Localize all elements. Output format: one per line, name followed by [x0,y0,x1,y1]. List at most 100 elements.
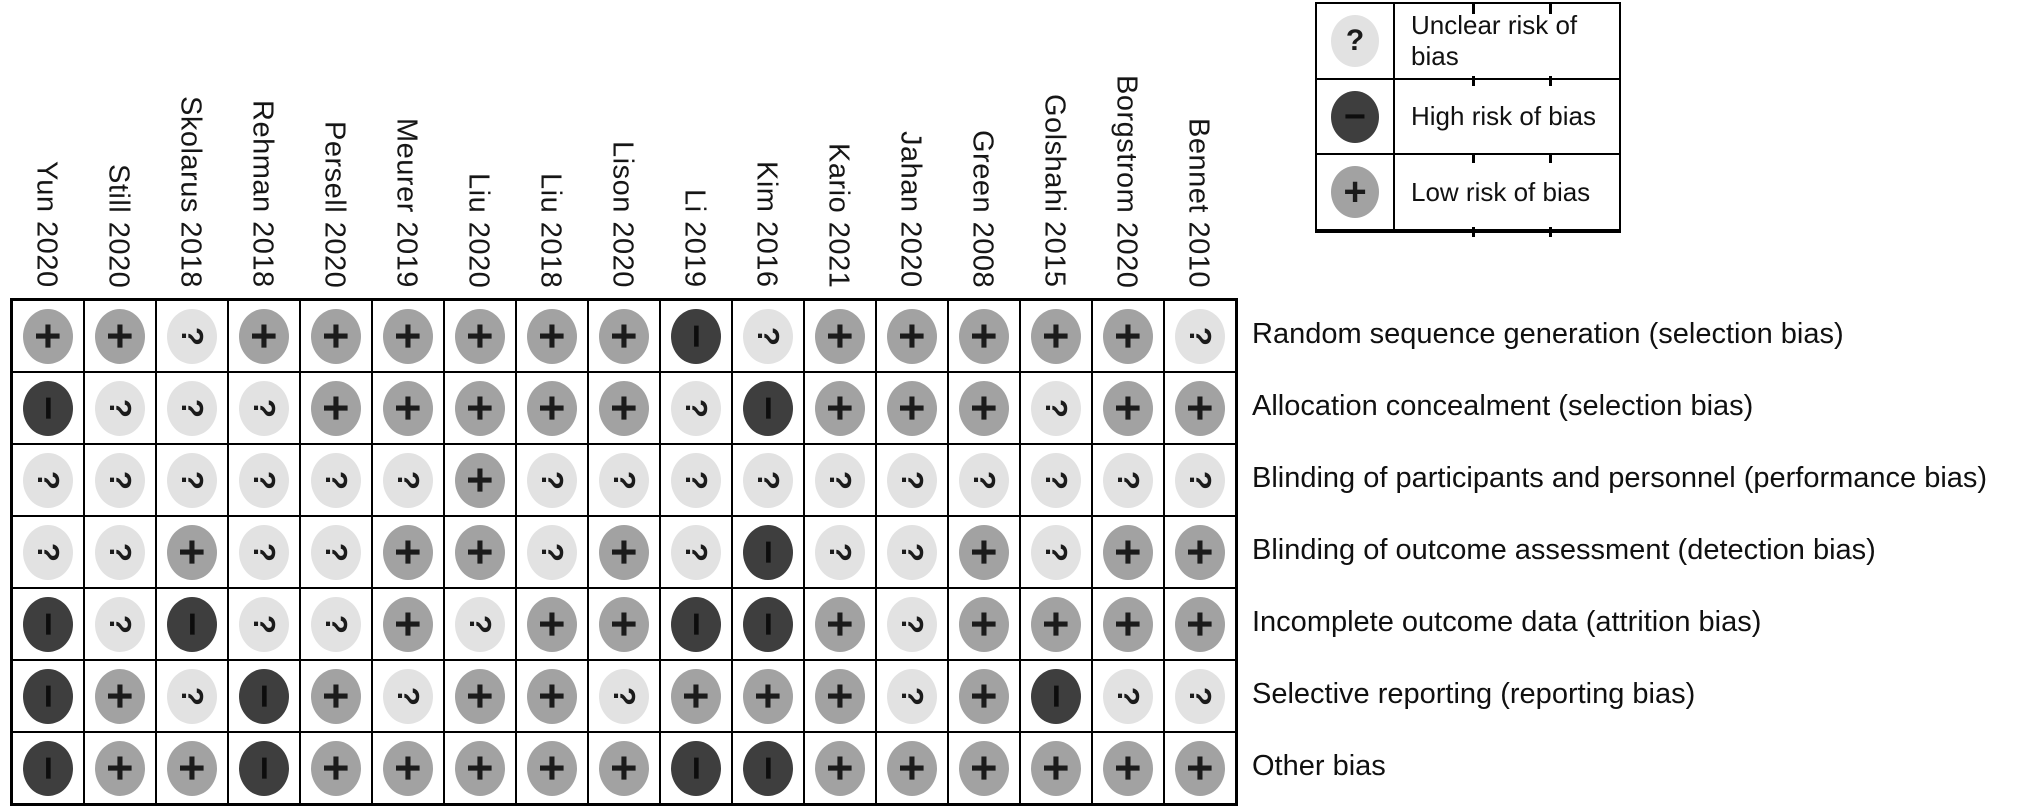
low-risk-circle: + [598,740,650,796]
risk-cell: ? [876,444,948,516]
risk-cell: − [660,732,732,804]
bias-domain-label: Selective reporting (reporting bias) [1252,677,1696,710]
study-column-header: Bennet 2010 [1162,0,1234,288]
risk-cell: ? [660,516,732,588]
unclear-risk-circle: ? [815,524,865,580]
risk-cell: + [732,660,804,732]
risk-cell: ? [12,516,84,588]
study-column-header: Lison 2020 [586,0,658,288]
risk-symbol: ? [30,542,66,562]
risk-symbol: ? [318,470,354,490]
unclear-risk-circle: ? [599,452,649,508]
risk-cell: ? [84,444,156,516]
unclear-risk-circle: ? [671,380,721,436]
legend-grid-tick [1472,4,1475,14]
risk-symbol: − [673,323,720,349]
unclear-risk-circle: ? [95,380,145,436]
risk-symbol: + [814,394,866,422]
study-column-header: Persell 2020 [298,0,370,288]
high-risk-circle: − [743,380,793,436]
risk-symbol: + [1174,538,1226,566]
risk-cell: + [588,516,660,588]
low-risk-circle: + [310,740,362,796]
legend-grid-tick [1549,4,1552,14]
risk-cell: + [300,300,372,372]
risk-cell: + [1164,516,1236,588]
risk-cell: + [1092,372,1164,444]
risk-cell: ? [228,444,300,516]
risk-cell: + [300,732,372,804]
risk-symbol: + [238,322,290,350]
risk-cell: ? [804,444,876,516]
risk-cell: ? [660,372,732,444]
risk-cell: + [948,660,1020,732]
risk-cell: ? [1164,660,1236,732]
risk-symbol: ? [894,542,930,562]
unclear-risk-circle: ? [1031,380,1081,436]
risk-cell: + [948,732,1020,804]
unclear-risk-circle: ? [383,668,433,724]
risk-symbol: − [25,611,72,637]
low-risk-circle: + [886,308,938,364]
low-risk-circle: + [382,596,434,652]
unclear-risk-circle: ? [599,668,649,724]
bias-domain-label: Random sequence generation (selection bi… [1252,317,1844,350]
bias-domain-label: Allocation concealment (selection bias) [1252,389,1754,422]
low-risk-circle: + [454,380,506,436]
low-risk-circle: + [598,596,650,652]
high-risk-circle: − [23,596,73,652]
risk-cell: ? [804,516,876,588]
risk-cell: ? [516,444,588,516]
high-risk-circle: − [671,740,721,796]
risk-cell: ? [444,588,516,660]
high-risk-icon: − [1331,90,1379,143]
low-risk-circle: + [94,308,146,364]
low-risk-circle: + [814,596,866,652]
risk-matrix-grid: ++?++++++−?+++++?−???+++++?−+++?++??????… [10,298,1238,806]
risk-cell: ? [156,300,228,372]
study-column-header: Rehman 2018 [226,0,298,288]
study-column-header: Kim 2016 [730,0,802,288]
low-risk-circle: + [526,668,578,724]
risk-symbol: + [1102,610,1154,638]
risk-symbol: − [745,611,792,637]
risk-cell: ? [12,444,84,516]
risk-cell: ? [876,660,948,732]
risk-symbol: ? [174,398,210,418]
risk-symbol: − [241,683,288,709]
risk-cell: + [444,300,516,372]
risk-cell: + [804,660,876,732]
low-risk-circle: + [1102,308,1154,364]
low-risk-circle: + [526,596,578,652]
low-risk-circle: + [814,668,866,724]
risk-symbol: ? [174,326,210,346]
study-name: Rehman 2018 [246,100,279,288]
low-risk-circle: + [526,308,578,364]
risk-cell: + [588,372,660,444]
risk-symbol: + [454,322,506,350]
risk-cell: − [12,588,84,660]
unclear-risk-circle: ? [527,452,577,508]
risk-symbol: + [94,322,146,350]
study-name: Liu 2018 [534,172,567,288]
risk-symbol: ? [894,470,930,490]
risk-cell: + [444,660,516,732]
high-risk-circle: − [671,308,721,364]
risk-cell: + [516,660,588,732]
unclear-risk-circle: ? [743,452,793,508]
low-risk-circle: + [886,740,938,796]
risk-cell: ? [1020,444,1092,516]
risk-cell: − [228,732,300,804]
unclear-risk-circle: ? [887,668,937,724]
risk-cell: + [1020,732,1092,804]
risk-cell: + [156,516,228,588]
risk-symbol: ? [1038,542,1074,562]
low-risk-circle: + [1174,596,1226,652]
study-name: Jahan 2020 [894,131,927,288]
risk-symbol: + [886,322,938,350]
study-name: Kario 2021 [822,142,855,288]
risk-cell: ? [156,372,228,444]
risk-symbol: + [454,538,506,566]
low-risk-circle: + [94,668,146,724]
risk-symbol: + [526,610,578,638]
